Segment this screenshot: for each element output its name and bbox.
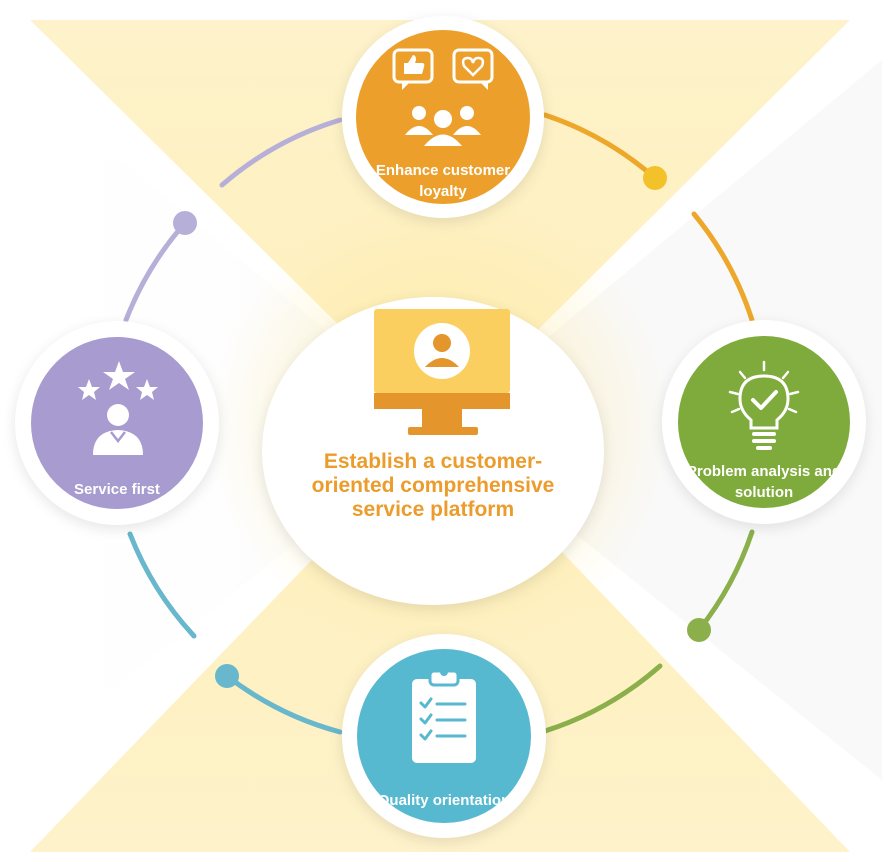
node-enhance-loyalty: Enhance customer loyalty — [342, 16, 544, 218]
node-left-disc: Service first — [31, 337, 203, 509]
node-problem-analysis: Problem analysis and solution — [662, 320, 866, 524]
lightbulb-check-icon — [728, 360, 800, 450]
dot-yellow — [643, 166, 667, 190]
stars-person-icon — [78, 361, 158, 455]
node-quality-orientation: Quality orientation — [342, 634, 546, 838]
like-heart-users-icon — [392, 48, 494, 146]
node-bottom-disc: Quality orientation — [357, 649, 531, 823]
node-top-disc: Enhance customer loyalty — [356, 30, 530, 204]
node-top-label: Enhance customer loyalty — [375, 162, 511, 200]
node-right-disc: Problem analysis and solution — [678, 336, 850, 508]
node-service-first: Service first — [15, 321, 219, 525]
arc-green-bottom — [542, 663, 663, 734]
arc-orange-right — [691, 211, 755, 323]
center-title: Establish a customer-oriented comprehens… — [311, 450, 555, 521]
monitor-user-icon — [374, 309, 510, 435]
node-bottom-label: Quality orientation — [377, 792, 511, 809]
node-right-label: Problem analysis and solution — [686, 463, 842, 501]
node-left-label: Service first — [74, 481, 160, 498]
dot-green — [687, 618, 711, 642]
arc-purple-top — [219, 117, 343, 188]
center-node: Establish a customer-oriented comprehens… — [262, 297, 604, 605]
dot-blue — [215, 664, 239, 688]
arc-blue-left — [127, 531, 197, 639]
dot-purple — [173, 211, 197, 235]
clipboard-checklist-icon — [412, 668, 476, 763]
